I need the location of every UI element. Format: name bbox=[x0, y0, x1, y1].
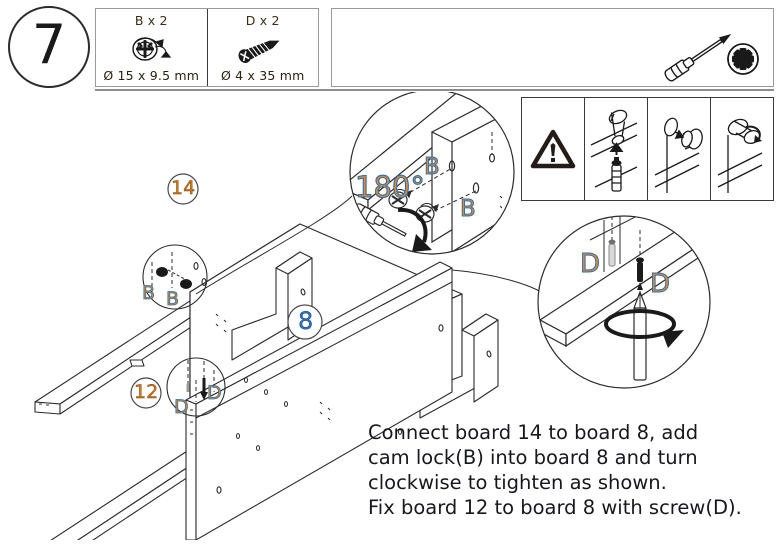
board-label-12-ring bbox=[130, 377, 162, 409]
instruction-line-1: Connect board 14 to board 8, add bbox=[368, 421, 699, 444]
screwdriver-icon bbox=[664, 33, 732, 82]
warning-panel bbox=[521, 97, 774, 201]
leader-line-screw bbox=[451, 269, 547, 297]
detail-circle-b-small bbox=[156, 262, 207, 289]
alignment-dashes bbox=[151, 252, 215, 402]
instruction-line-3: clockwise to tighten as shown. bbox=[368, 471, 667, 494]
detail-circle-cam-lock bbox=[350, 90, 514, 254]
part-cell-b: B x 2 bbox=[96, 9, 207, 86]
warning-cell-lock-insert bbox=[647, 98, 710, 200]
assembly-drawing-svg bbox=[34, 89, 711, 544]
header-divider bbox=[95, 89, 774, 91]
detail-circle-screw bbox=[538, 216, 710, 388]
pozidriv-bit-icon bbox=[727, 43, 759, 75]
tool-icons-group bbox=[655, 13, 767, 89]
warning-cell-lock-turn bbox=[710, 98, 773, 200]
cam-dowel-insert-icon bbox=[590, 109, 638, 192]
cam-lock-detail-1 bbox=[388, 189, 412, 209]
cam-lock-insert-icon bbox=[654, 117, 703, 193]
warning-triangle-icon bbox=[530, 129, 576, 169]
drill-holes bbox=[215, 313, 402, 451]
part-quantity-b: B x 2 bbox=[134, 13, 168, 28]
step-number: 7 bbox=[31, 13, 67, 76]
step-number-badge: 7 bbox=[8, 6, 90, 88]
instruction-line-4: Fix board 12 to board 8 with screw(D). bbox=[368, 496, 742, 519]
screw-icon bbox=[210, 28, 317, 68]
part-cell-d: D x 2 Ø 4 x 35 mm bbox=[206, 9, 319, 86]
detail-circle-d-small bbox=[186, 358, 208, 400]
leader-line-cam bbox=[195, 195, 353, 295]
warning-cell-dowel-insert bbox=[584, 98, 647, 200]
detail-circle-d-small-outline bbox=[166, 357, 226, 417]
front-panel-shape bbox=[185, 261, 453, 541]
part-quantity-d: D x 2 bbox=[245, 13, 280, 28]
cam-lock-icon bbox=[98, 28, 205, 68]
parts-table: B x 2 bbox=[95, 8, 319, 87]
board-label-8-ring bbox=[287, 304, 323, 340]
detail-circle-b-small-outline bbox=[142, 244, 208, 310]
part-dimension-b: Ø 15 x 9.5 mm bbox=[103, 68, 200, 83]
instruction-text: Connect board 14 to board 8, add cam loc… bbox=[368, 420, 780, 520]
cam-lock-turn-icon bbox=[717, 118, 763, 193]
instruction-line-2: cam lock(B) into board 8 and turn bbox=[368, 446, 698, 469]
warning-cell-alert bbox=[522, 98, 584, 200]
tools-box bbox=[331, 8, 774, 87]
part-dimension-d: Ø 4 x 35 mm bbox=[220, 68, 305, 83]
detail-circle-screw-outline bbox=[537, 215, 711, 389]
board-label-14-ring bbox=[167, 173, 199, 205]
